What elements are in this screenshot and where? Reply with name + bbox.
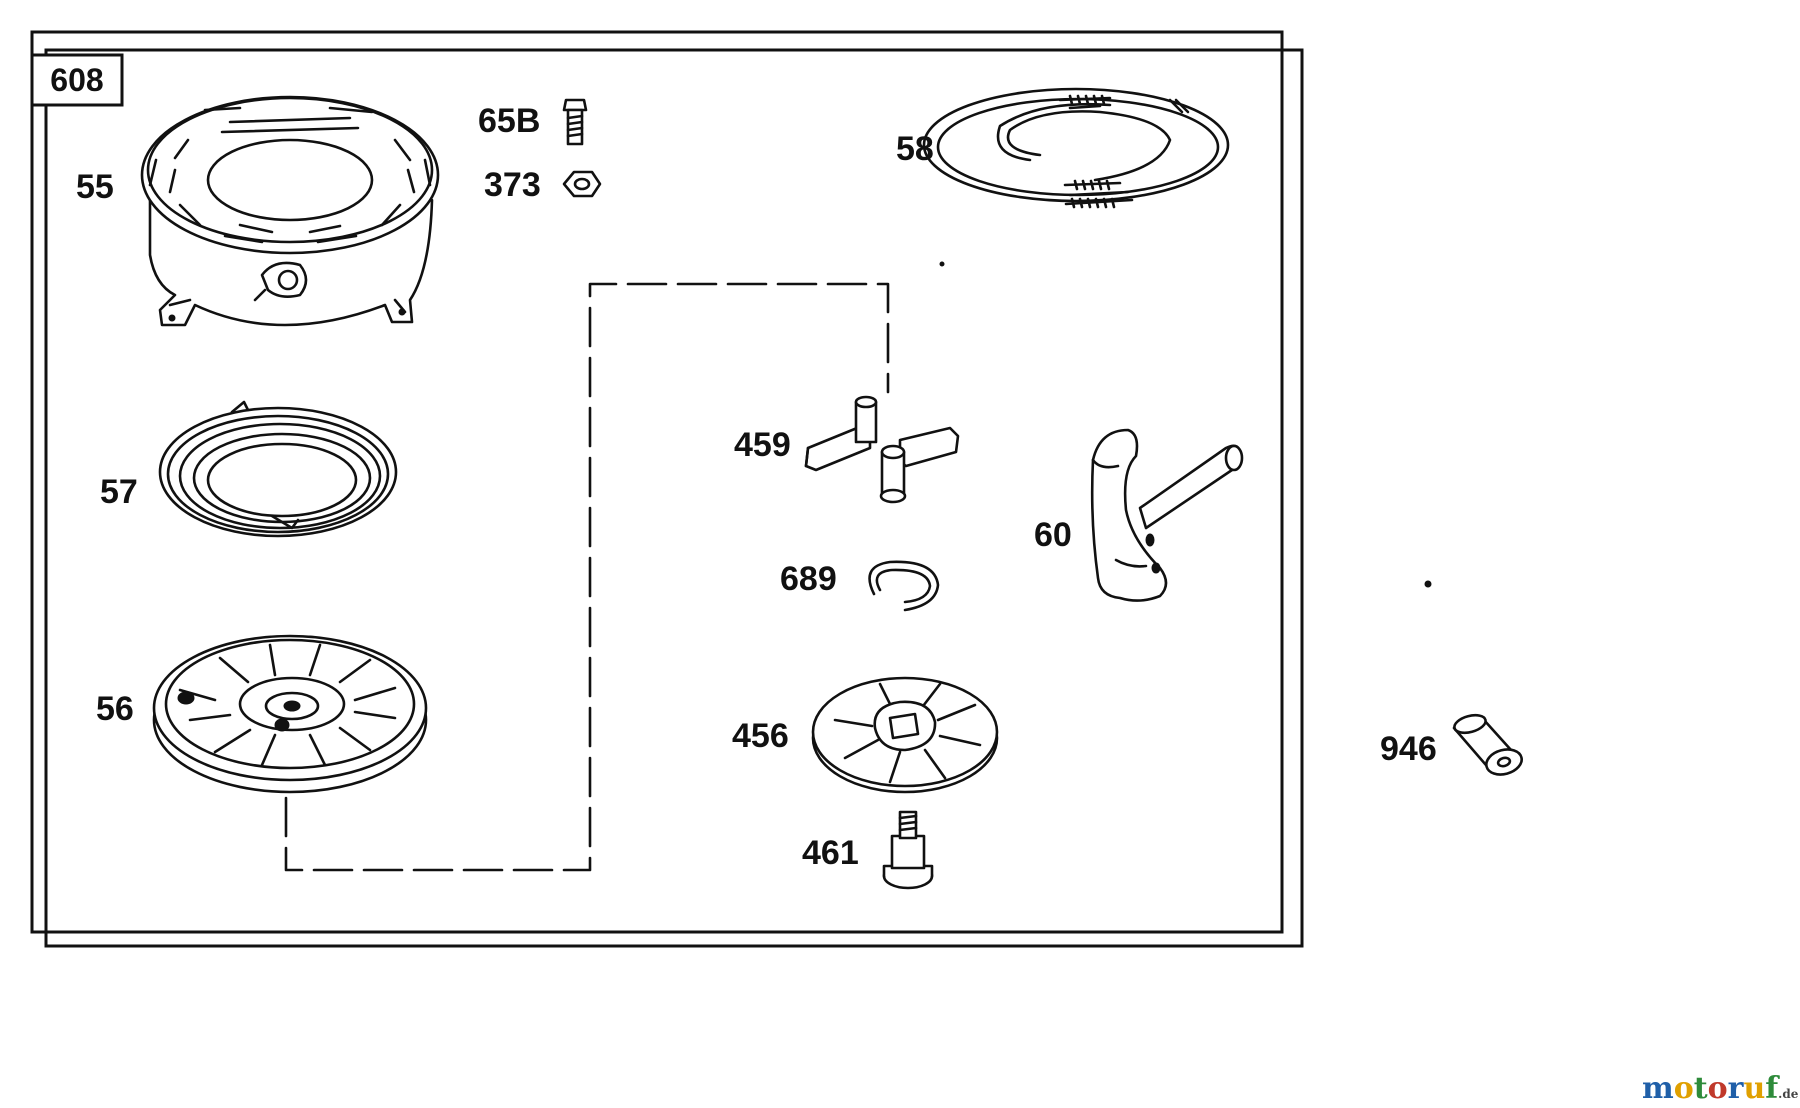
starter-rope-icon [922,87,1230,209]
wm-char: f [1765,1071,1780,1106]
part-label-461: 461 [802,834,859,872]
diagram-frame-shadow [44,48,1304,948]
part-label-456: 456 [732,717,789,755]
part-label-65b: 65B [478,102,540,140]
blower-housing-icon [140,95,440,327]
kit-number-box [30,53,124,107]
part-label-60: 60 [1034,516,1072,554]
starter-handle-icon [1090,428,1244,602]
pawl-retainer-icon [811,676,999,794]
part-label-55: 55 [76,168,114,206]
kit-number: 608 [50,62,103,98]
part-label-459: 459 [734,426,791,464]
assembly-connector-line [284,282,890,872]
part-label-56: 56 [96,690,134,728]
speck [1424,580,1432,588]
part-label-689: 689 [780,560,837,598]
wm-suffix: .de [1778,1087,1799,1101]
wm-char: o [1708,1071,1728,1106]
wm-char: m [1642,1071,1674,1106]
pawl-icon [804,395,960,504]
starter-pulley-icon [152,634,428,794]
diagram-frame [30,30,1284,934]
rewind-spring-icon [158,400,398,538]
screw-icon [562,98,588,146]
bushing-icon [1452,713,1523,776]
wm-char: o [1674,1071,1694,1106]
part-label-58: 58 [896,130,934,168]
wm-char: u [1743,1071,1765,1106]
wm-char: t [1694,1071,1708,1106]
retainer-ring-icon [868,560,940,612]
part-label-57: 57 [100,473,138,511]
watermark-logo: motoruf.de [1642,1071,1799,1106]
nut-icon [562,170,602,198]
speck-small [939,261,945,267]
part-label-373: 373 [484,166,541,204]
part-label-946: 946 [1380,730,1437,768]
wm-char: r [1728,1071,1745,1106]
shoulder-screw-icon [882,810,934,890]
